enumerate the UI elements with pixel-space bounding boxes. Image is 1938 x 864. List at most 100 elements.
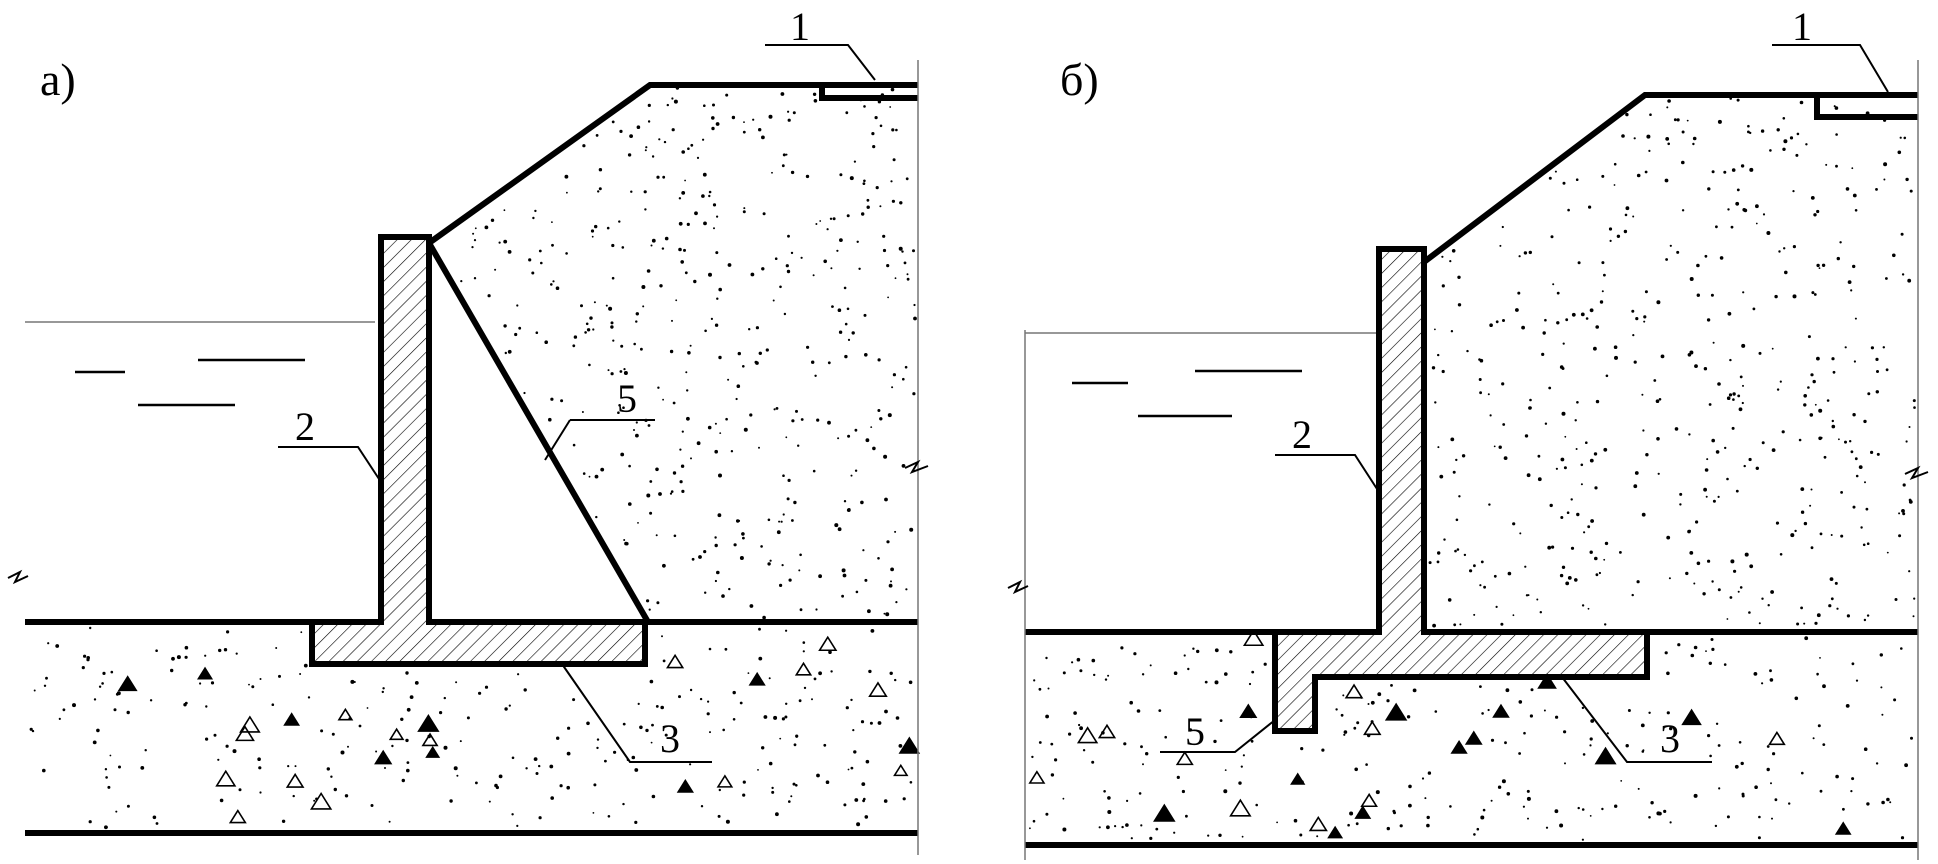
soil-grain: [218, 648, 222, 653]
soil-grain: [1567, 576, 1572, 580]
soil-grain: [1846, 614, 1850, 618]
soil-grain: [1512, 614, 1515, 617]
soil-grain: [281, 819, 286, 823]
soil-grain: [781, 164, 785, 168]
soil-grain: [1103, 790, 1106, 793]
gravel-particle: [1492, 703, 1510, 718]
soil-grain: [1528, 250, 1533, 255]
soil-grain: [1813, 213, 1817, 217]
gravel-particle: [676, 778, 694, 793]
soil-grain: [1554, 809, 1559, 814]
soil-grain: [1365, 763, 1368, 766]
soil-grain: [623, 539, 626, 541]
soil-grain: [1778, 250, 1781, 253]
soil-grain: [1176, 775, 1180, 780]
soil-grain: [204, 654, 207, 657]
soil-grain: [1595, 325, 1599, 329]
soil-grain: [1542, 331, 1546, 335]
soil-grain: [1238, 781, 1242, 785]
soil-grain: [1740, 164, 1745, 168]
water-body: [1025, 332, 1380, 418]
soil-grain: [1800, 510, 1805, 514]
soil-grain: [1816, 209, 1820, 214]
soil-grain: [1071, 661, 1074, 664]
soil-grain: [1807, 335, 1811, 339]
soil-grain: [183, 703, 187, 707]
soil-grain: [1783, 247, 1786, 250]
soil-grain: [633, 342, 636, 346]
soil-grain: [33, 689, 36, 692]
soil-grain: [768, 761, 773, 766]
soil-grain: [585, 322, 589, 326]
soil-grain: [439, 711, 443, 715]
soil-grain: [1819, 657, 1821, 659]
panel-b-label: б): [1060, 54, 1099, 105]
foundation-soil: [1028, 628, 1913, 841]
soil-grain: [292, 794, 295, 798]
soil-grain: [1789, 136, 1794, 140]
soil-grain: [1718, 787, 1721, 790]
soil-grain: [1767, 604, 1770, 607]
soil-grain: [1803, 403, 1807, 407]
soil-grain: [1192, 647, 1195, 650]
soil-grain: [843, 286, 847, 290]
soil-grain: [566, 191, 568, 194]
gravel-particle: [1242, 628, 1265, 647]
soil-grain: [1543, 709, 1546, 712]
soil-grain: [593, 301, 596, 304]
soil-grain: [1595, 399, 1600, 404]
soil-grain: [607, 369, 610, 372]
soil-grain: [1766, 231, 1771, 235]
gravel-particle: [1360, 792, 1378, 808]
soil-grain: [1851, 777, 1855, 781]
soil-grain: [1852, 264, 1856, 269]
soil-grain: [1522, 805, 1525, 808]
base-slab-hatch: [1275, 632, 1647, 677]
soil-grain: [901, 250, 904, 253]
soil-grain: [779, 583, 783, 588]
soil-grain: [1782, 117, 1786, 120]
soil-grain: [779, 737, 782, 740]
soil-grain: [863, 797, 866, 801]
soil-grain: [1566, 511, 1570, 514]
soil-grain: [714, 422, 717, 425]
soil-grain: [684, 179, 686, 182]
soil-grain: [405, 671, 409, 675]
gravel-particle: [421, 732, 439, 747]
soil-grain: [45, 676, 48, 680]
soil-grain: [494, 783, 498, 788]
soil-grain: [1250, 739, 1254, 743]
soil-grain: [1826, 399, 1830, 402]
soil-grain: [1408, 803, 1412, 808]
soil-grain: [596, 738, 600, 741]
soil-grain: [1526, 789, 1530, 793]
soil-grain: [742, 780, 746, 784]
soil-grain: [1795, 153, 1799, 157]
soil-grain: [1803, 521, 1808, 526]
soil-grain: [1704, 468, 1709, 472]
soil-grain: [618, 404, 621, 407]
panel-a: а): [7, 4, 929, 855]
soil-grain: [1900, 836, 1905, 840]
gravel-particle: [374, 749, 393, 765]
soil-grain: [1173, 831, 1176, 834]
soil-grain: [1495, 605, 1498, 609]
leader-1: [765, 44, 876, 81]
soil-grain: [1830, 534, 1833, 536]
soil-grain: [126, 710, 130, 715]
soil-grain: [1692, 142, 1695, 146]
soil-grain: [1679, 492, 1683, 496]
soil-grain: [511, 756, 515, 760]
soil-grain: [1421, 777, 1425, 780]
soil-grain: [610, 372, 614, 376]
soil-grain: [686, 389, 689, 392]
soil-grain: [628, 502, 632, 506]
soil-grain: [409, 695, 414, 699]
soil-grain: [1817, 724, 1821, 728]
soil-grain: [533, 757, 538, 761]
soil-grain: [1905, 177, 1909, 182]
soil-grain: [1536, 598, 1539, 601]
soil-grain: [1432, 623, 1436, 628]
soil-grain: [155, 822, 159, 825]
soil-grain: [1507, 571, 1512, 576]
